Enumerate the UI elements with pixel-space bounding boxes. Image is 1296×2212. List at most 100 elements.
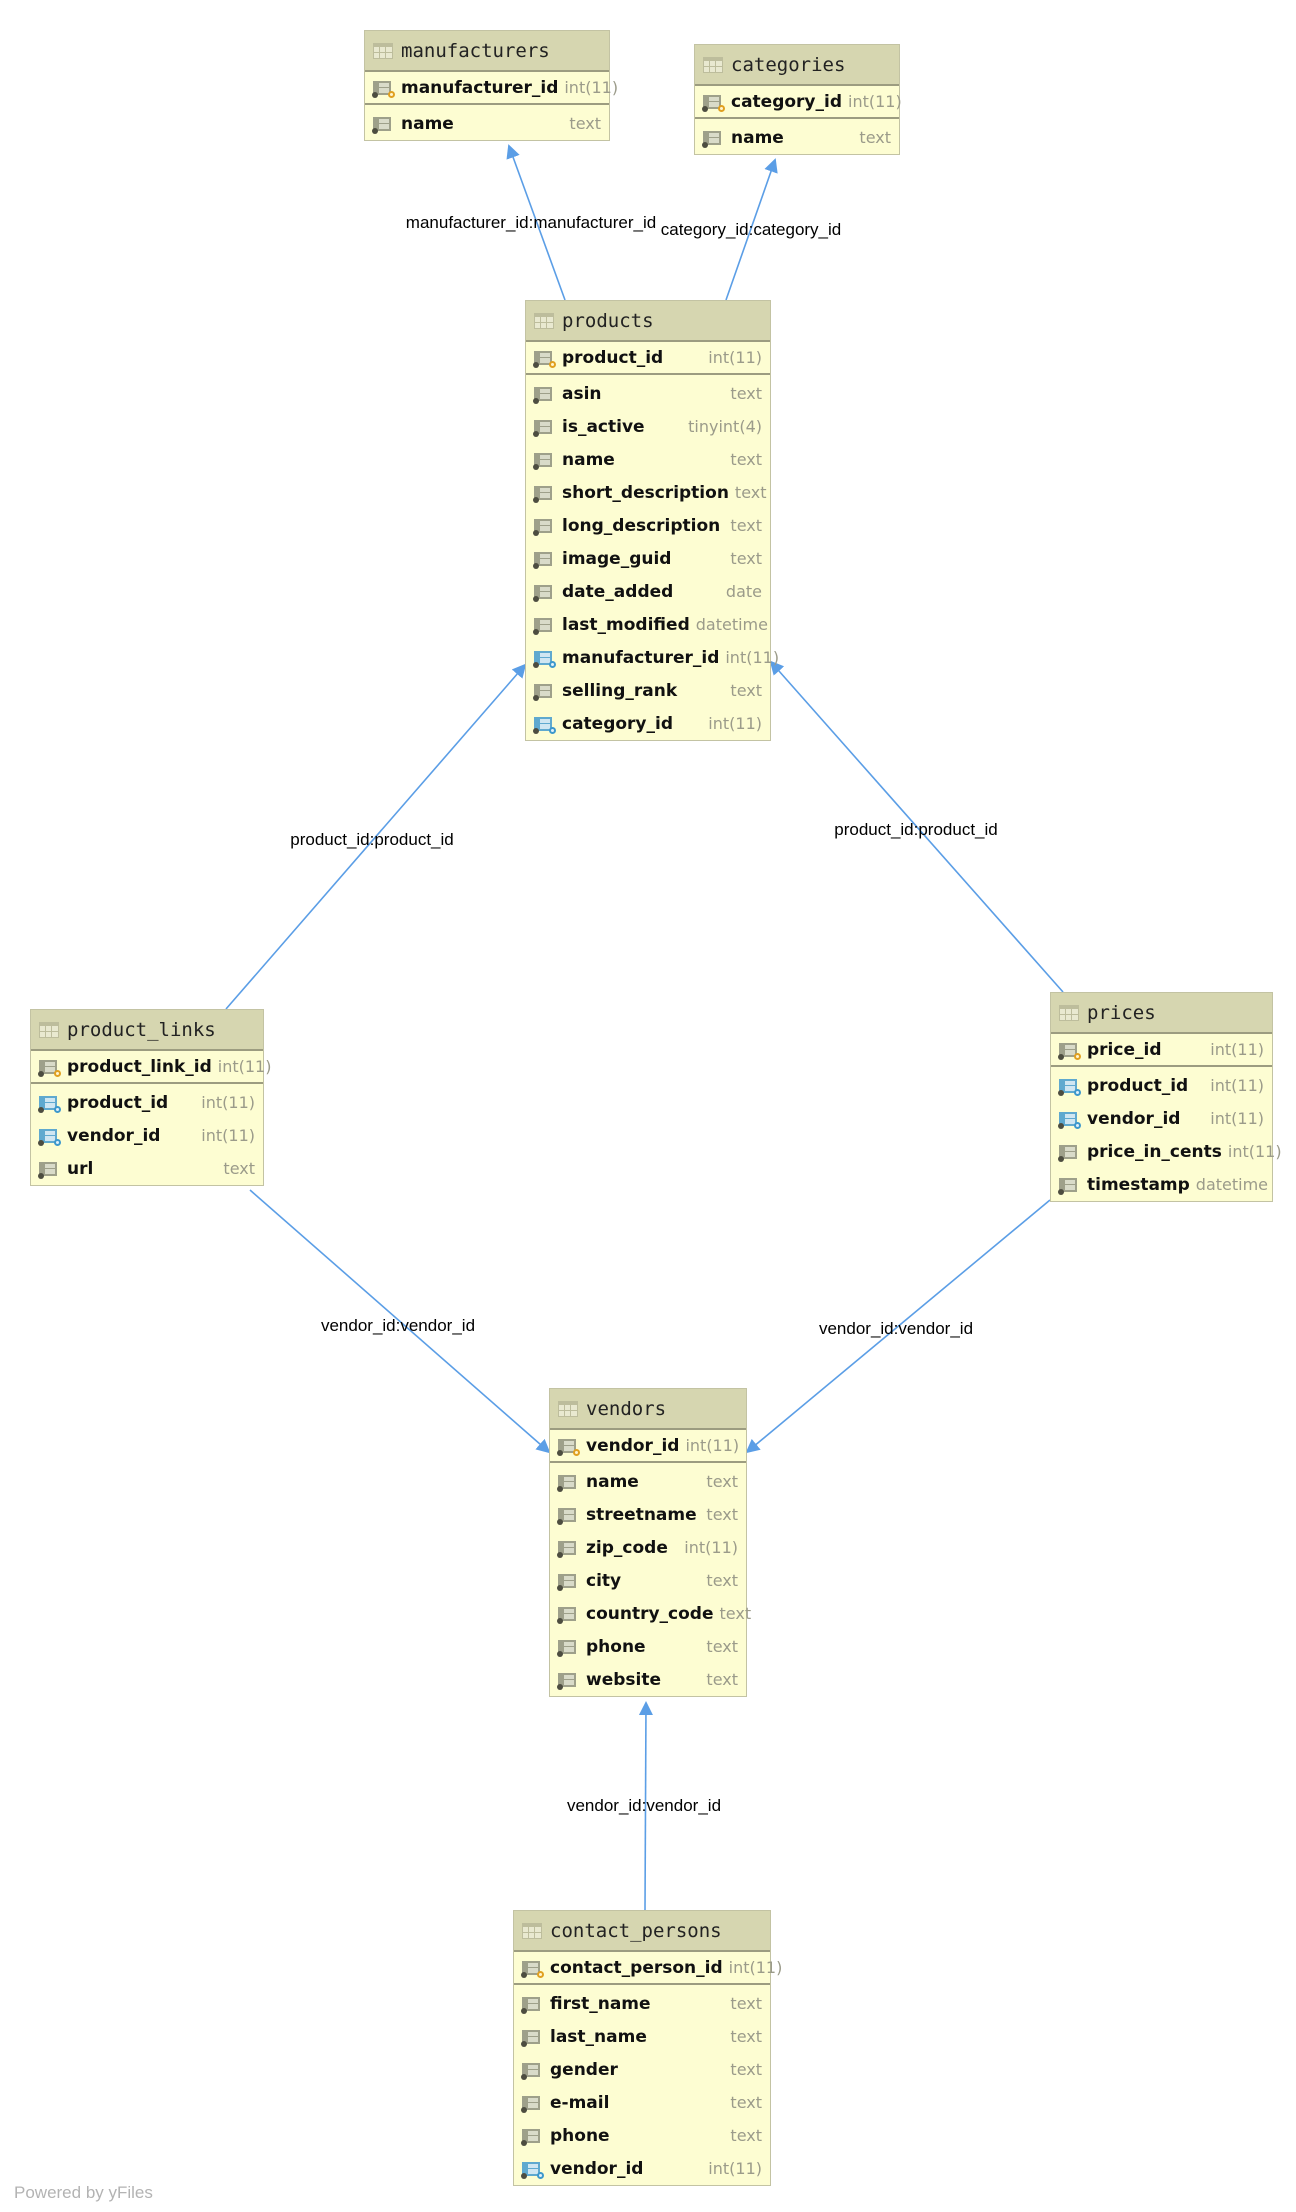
column-name: manufacturer_id <box>401 77 559 98</box>
table-name: manufacturers <box>401 39 550 62</box>
column-name: vendor_id <box>586 1435 680 1456</box>
table-header[interactable]: products <box>526 301 770 342</box>
column-type: text <box>223 1159 255 1178</box>
column-type: int(11) <box>201 1126 255 1145</box>
column-type: text <box>730 384 762 403</box>
column-name: contact_person_id <box>550 1957 723 1978</box>
column-row[interactable]: last_modified datetime <box>526 608 770 641</box>
column-type: int(11) <box>564 78 619 97</box>
table-header[interactable]: vendors <box>550 1389 746 1430</box>
column-icon <box>557 1506 578 1525</box>
foreign-key-icon <box>38 1127 61 1146</box>
column-type: int(11) <box>728 1958 783 1977</box>
table-contact_persons[interactable]: contact_persons contact_person_id int(11) f… <box>513 1910 782 2186</box>
column-type: text <box>859 128 891 147</box>
column-type: datetime <box>695 615 768 634</box>
column-type: int(11) <box>708 348 762 367</box>
relation-prices-vendors[interactable] <box>745 1199 1051 1454</box>
relation-products-categories[interactable] <box>725 158 778 301</box>
foreign-key-icon <box>533 715 556 734</box>
column-type: text <box>719 1604 752 1623</box>
relation-contact_persons-vendors[interactable] <box>638 1701 653 1911</box>
table-name: prices <box>1087 1001 1156 1024</box>
relation-product_links-vendors[interactable] <box>249 1189 551 1454</box>
column-icon <box>533 583 554 602</box>
column-icon <box>1058 1143 1079 1162</box>
column-type: int(11) <box>1227 1142 1282 1161</box>
column-row[interactable]: vendor_id int(11) <box>31 1119 263 1152</box>
table-header[interactable]: categories <box>695 45 899 86</box>
column-type: text <box>569 114 601 133</box>
relation-product_links-products[interactable] <box>225 663 527 1010</box>
column-icon <box>557 1671 578 1690</box>
table-header[interactable]: manufacturers <box>365 31 609 72</box>
column-icon <box>521 2061 542 2080</box>
column-type: int(11) <box>848 92 902 111</box>
primary-key-icon <box>1058 1041 1081 1060</box>
column-name: vendor_id <box>550 2158 644 2179</box>
column-name: last_modified <box>562 614 690 635</box>
powered-by-footer: Powered by yFiles <box>14 2183 153 2202</box>
table-header[interactable]: product_links <box>31 1010 263 1051</box>
table-header[interactable]: contact_persons <box>514 1911 770 1952</box>
primary-key-icon <box>38 1058 61 1077</box>
relation-prices-products[interactable] <box>769 660 1064 993</box>
relation-label: category_id:category_id <box>660 220 842 239</box>
table-header[interactable]: prices <box>1051 993 1272 1034</box>
relation-products-manufacturers[interactable] <box>506 144 566 301</box>
column-name: vendor_id <box>67 1125 161 1146</box>
column-name: city <box>586 1570 622 1591</box>
primary-key-icon <box>557 1437 580 1456</box>
column-row[interactable]: contact_person_id int(11) <box>514 1952 782 1985</box>
column-name: product_id <box>67 1092 169 1113</box>
column-icon <box>557 1473 578 1492</box>
table-name: product_links <box>67 1018 216 1041</box>
column-icon <box>38 1160 59 1179</box>
column-icon <box>372 115 393 134</box>
relation-label: product_id:product_id <box>290 830 454 849</box>
column-row[interactable]: manufacturer_id int(11) <box>365 72 618 105</box>
